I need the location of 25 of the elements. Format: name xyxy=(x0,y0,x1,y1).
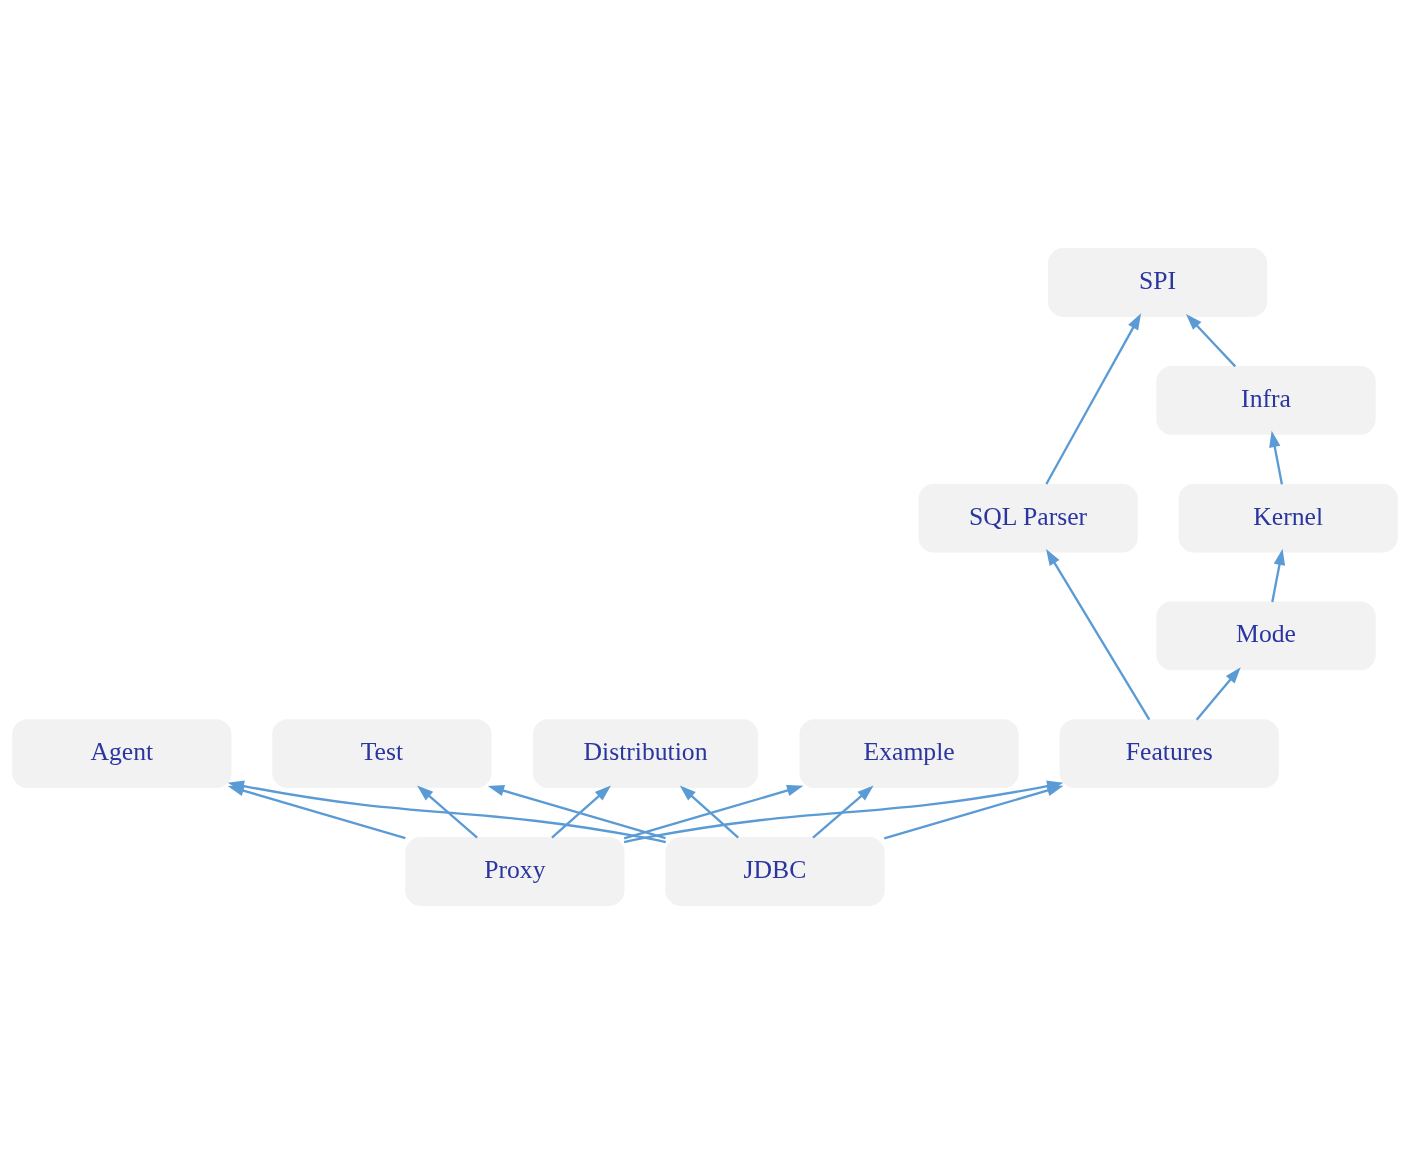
node-box: Kernel xyxy=(1178,483,1398,552)
arrow xyxy=(1046,548,1151,720)
arrow xyxy=(883,784,1064,839)
node-box: Agent xyxy=(12,718,232,788)
arrow xyxy=(551,784,611,838)
arrow xyxy=(1186,313,1237,367)
node-box: Mode xyxy=(1156,601,1376,670)
arrow xyxy=(1045,312,1142,485)
node-box: SQL Parser xyxy=(918,483,1138,552)
node-box: SPI xyxy=(1047,247,1268,317)
node-box: Features xyxy=(1059,718,1279,788)
arrow xyxy=(623,784,804,839)
arrow xyxy=(487,784,666,839)
arrow xyxy=(812,784,874,838)
node-box: Infra xyxy=(1156,365,1376,435)
arrow xyxy=(679,784,739,838)
node-box: Distribution xyxy=(532,718,759,788)
arrow xyxy=(417,784,478,838)
arrow xyxy=(1269,430,1284,484)
node-box: JDBC xyxy=(665,836,885,906)
node-box: Proxy xyxy=(405,836,625,906)
node-box: Example xyxy=(799,718,1019,788)
arrow xyxy=(1195,666,1241,720)
node-box: Test xyxy=(272,718,492,788)
arrow xyxy=(1271,548,1286,602)
